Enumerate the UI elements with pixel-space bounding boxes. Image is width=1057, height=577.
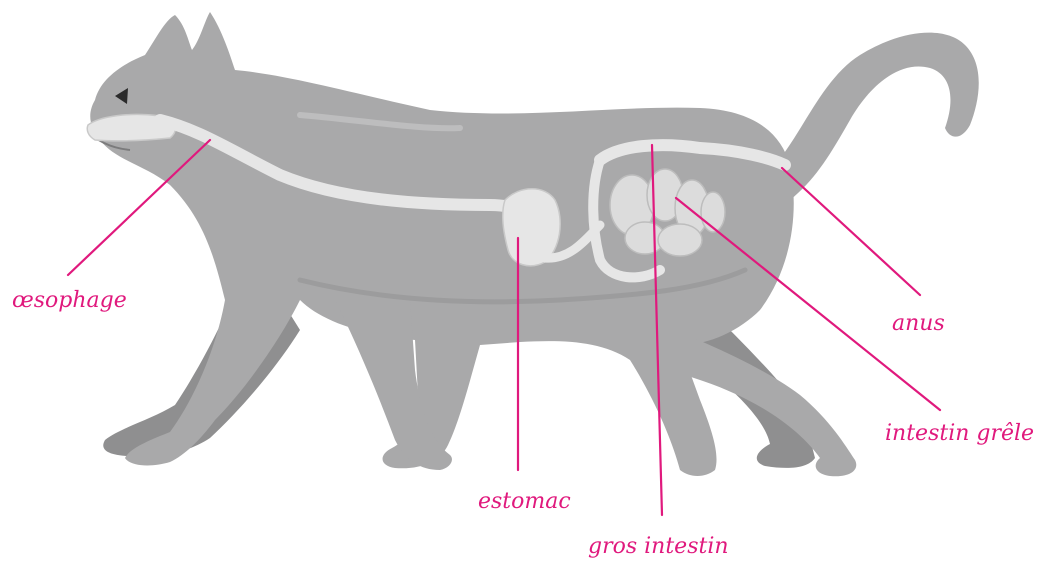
leader-anus [782, 168, 920, 295]
label-anus: anus [892, 311, 945, 336]
label-intestin-grele: intestin grêle [885, 421, 1034, 446]
label-estomac: estomac [478, 489, 571, 514]
label-oesophage: œsophage [12, 288, 127, 313]
label-gros-intestin: gros intestin [588, 534, 729, 559]
